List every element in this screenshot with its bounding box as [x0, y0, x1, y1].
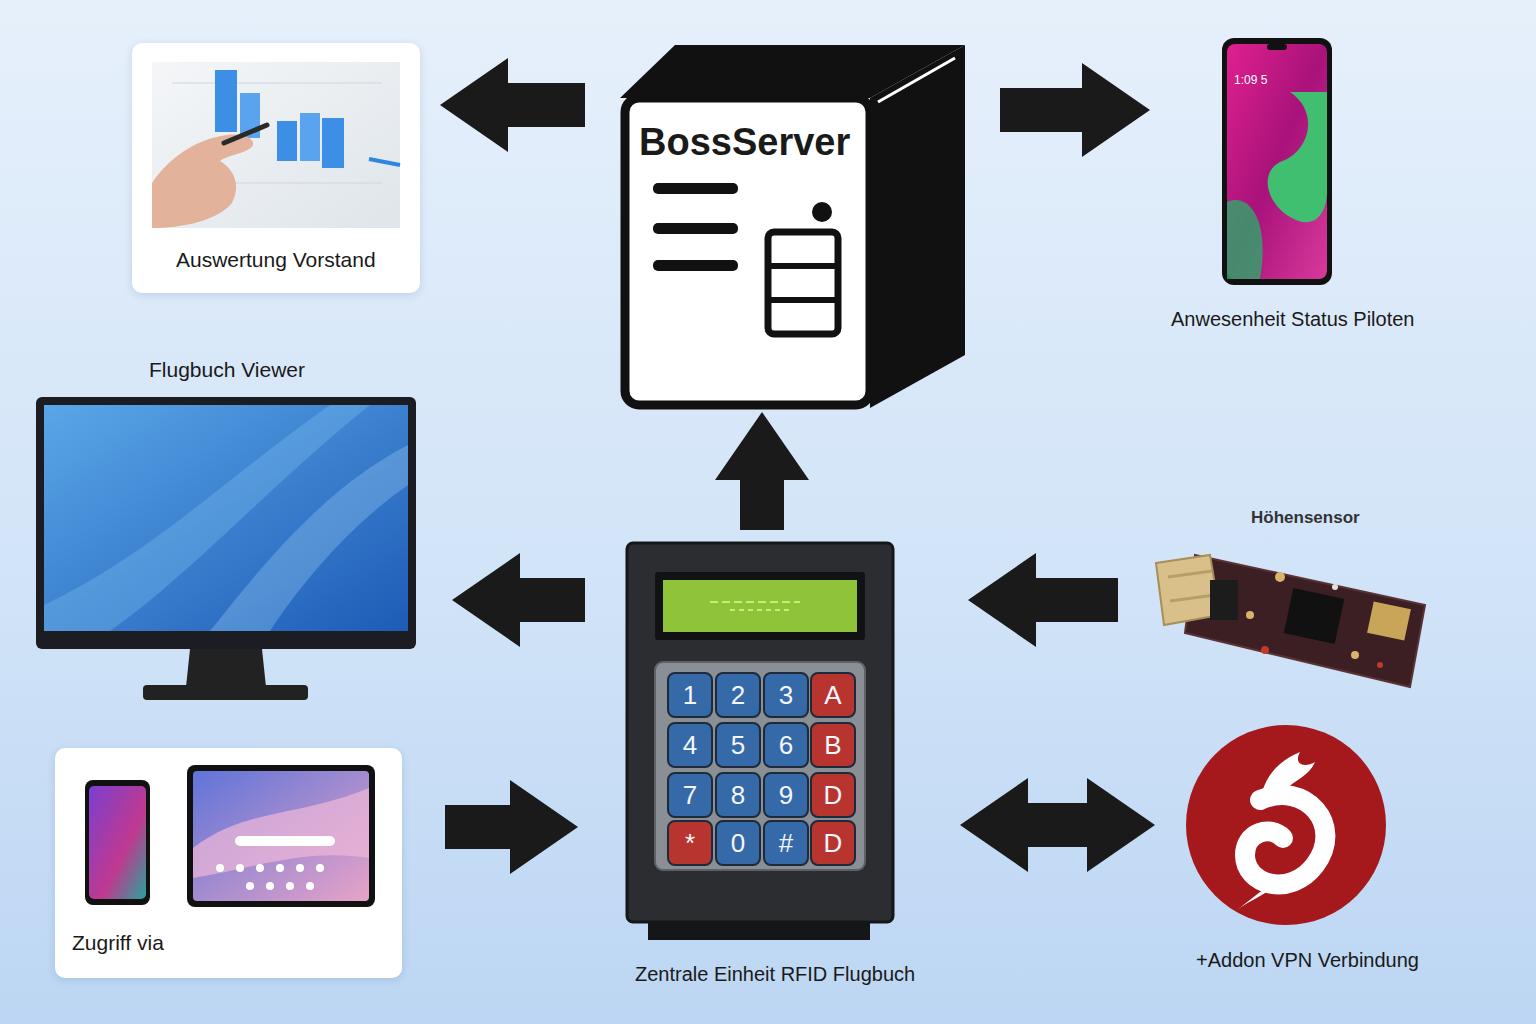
illustration: [1150, 32, 1435, 337]
block-arrow: [452, 553, 585, 647]
node-label: Höhensensor: [1251, 508, 1360, 528]
block-arrow: [968, 553, 1118, 647]
key-label: 3: [764, 673, 808, 717]
node-label: Flugbuch Viewer: [149, 357, 305, 382]
illustration: [1140, 505, 1440, 695]
status-bar-time: 1:09 5: [1234, 73, 1267, 87]
block-arrow: [1000, 63, 1150, 157]
key-label: 8: [716, 773, 760, 817]
block-arrow: [715, 412, 809, 530]
key-label: 2: [716, 673, 760, 717]
double-block-arrow: [960, 778, 1155, 872]
key-label: 5: [716, 723, 760, 767]
key-label: #: [764, 821, 808, 865]
phone-node: Anwesenheit Status Piloten 1:09 5: [1150, 32, 1435, 337]
key-label: 9: [764, 773, 808, 817]
key-label: 1: [668, 673, 712, 717]
key-label: 6: [764, 723, 808, 767]
node-label: +Addon VPN Verbindung: [1196, 948, 1419, 972]
illustration: [620, 40, 965, 410]
server-node: BossServer: [620, 40, 965, 410]
illustration: [30, 355, 425, 705]
key-label: D: [811, 821, 855, 865]
key-label: 7: [668, 773, 712, 817]
key-label: A: [811, 673, 855, 717]
image-card: Auswertung Vorstand: [132, 43, 420, 293]
vpn-node: +Addon VPN Verbindung: [1165, 720, 1450, 980]
key-label: D: [811, 773, 855, 817]
key-label: 0: [716, 821, 760, 865]
node-label: Anwesenheit Status Piloten: [1171, 307, 1415, 331]
sensor-node: Höhensensor: [1140, 505, 1440, 695]
node-label: Zugriff via: [72, 930, 164, 955]
block-arrow: [440, 58, 585, 152]
key-label: B: [811, 723, 855, 767]
node-label: BossServer: [639, 120, 850, 166]
key-label: 4: [668, 723, 712, 767]
block-arrow: [445, 780, 578, 874]
rfid-unit-node: Zentrale Einheit RFID Flugbuch 123A 456B 78…: [590, 540, 960, 995]
illustration: [590, 540, 960, 995]
node-label: Zentrale Einheit RFID Flugbuch: [635, 962, 915, 986]
node-label: Auswertung Vorstand: [176, 247, 376, 272]
monitor-node: Flugbuch Viewer: [30, 355, 425, 705]
key-label: *: [668, 821, 712, 865]
illustration: [1165, 720, 1450, 980]
access-card: Zugriff via: [55, 748, 402, 978]
